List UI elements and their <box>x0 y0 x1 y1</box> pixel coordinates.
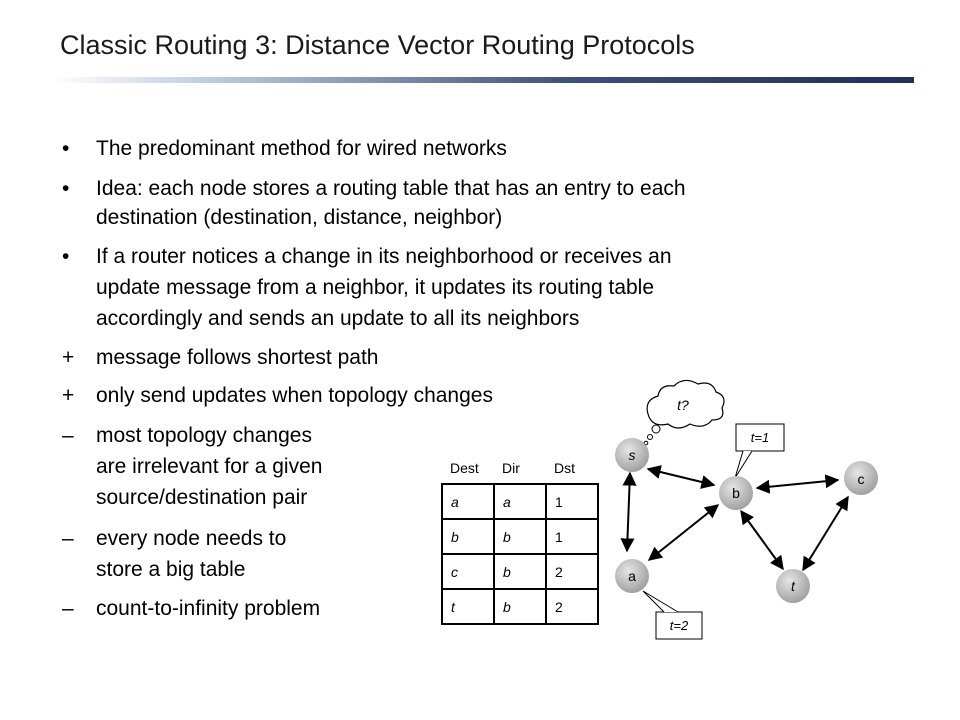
edge-a-b <box>647 504 720 561</box>
edge-b-t <box>740 509 784 571</box>
node-c: c <box>844 461 878 495</box>
bullet-marker: • <box>62 245 70 268</box>
routing-table: Dest Dir Dst a a 1 b b 1 c b 2 t b 2 <box>441 453 599 625</box>
table-cell: a <box>493 483 547 520</box>
node-s-label: s <box>629 447 636 463</box>
callout-t2-text: t=2 <box>670 618 689 633</box>
node-b: b <box>719 476 753 510</box>
bullet-text: count-to-infinity problem <box>96 597 321 620</box>
table-header-cell: Dst <box>554 460 575 476</box>
edge-t-c <box>802 495 849 572</box>
bullet-text: only send updates when topology changes <box>96 384 493 407</box>
table-cell: 2 <box>545 553 599 590</box>
table-row: t b 2 <box>441 588 599 625</box>
bullet-text: message follows shortest path <box>96 346 379 369</box>
callout-t2-pointer <box>642 590 679 613</box>
bullet-text: most topology changes <box>96 424 312 447</box>
bullet-text: every node needs to <box>96 527 287 550</box>
bullet-marker: • <box>62 137 70 160</box>
dash-marker: – <box>62 424 74 447</box>
bullet-text: are irrelevant for a given <box>96 455 323 478</box>
thought-bubble-dot <box>647 434 653 440</box>
node-c-label: c <box>858 471 865 487</box>
thought-cloud-shape <box>646 379 725 429</box>
callout-t1: t=1 <box>734 423 785 479</box>
table-row: b b 1 <box>441 518 599 555</box>
bullet-marker: • <box>62 177 70 200</box>
table-cell: a <box>441 483 495 520</box>
thought-bubble-dot <box>651 424 661 434</box>
table-cell: c <box>441 553 495 590</box>
table-row: c b 2 <box>441 553 599 590</box>
table-cell: 2 <box>545 588 599 625</box>
bullet-text: update message from a neighbor, it updat… <box>96 276 655 299</box>
table-cell: b <box>493 553 547 590</box>
callout-t1-pointer <box>734 450 753 479</box>
table-cell: b <box>441 518 495 555</box>
table-cell: b <box>493 518 547 555</box>
node-s: s <box>615 438 649 472</box>
edge-b-c <box>755 474 840 494</box>
edge-s-b <box>646 465 716 489</box>
table-row: a a 1 <box>441 483 599 520</box>
title-underline <box>52 77 914 83</box>
node-b-label: b <box>732 485 740 501</box>
node-s-circle <box>615 438 649 472</box>
dash-marker: – <box>62 527 74 550</box>
node-t-label: t <box>791 578 796 594</box>
table-cell: b <box>493 588 547 625</box>
dash-marker: – <box>62 597 74 620</box>
callout-t2-box <box>655 611 703 640</box>
thought-bubble-dot <box>643 440 649 446</box>
bullet-text: The predominant method for wired network… <box>96 137 507 160</box>
bullet-text: store a big table <box>96 558 246 581</box>
bullet-text: If a router notices a change in its neig… <box>96 245 672 268</box>
node-t: t <box>776 569 810 603</box>
callout-t1-text: t=1 <box>751 430 769 445</box>
thought-cloud: t? <box>643 379 725 446</box>
node-a: a <box>615 559 649 593</box>
bullet-text: accordingly and sends an update to all i… <box>96 307 580 330</box>
table-header-row: Dest Dir Dst <box>442 453 598 484</box>
callout-t1-box <box>735 423 785 452</box>
table-header-cell: Dest <box>450 460 479 476</box>
bullet-text: source/destination pair <box>96 486 308 509</box>
table-cell: t <box>441 588 495 625</box>
bullet-text: Idea: each node stores a routing table t… <box>96 177 686 200</box>
slide-title: Classic Routing 3: Distance Vector Routi… <box>60 30 695 60</box>
table-cell: 1 <box>545 518 599 555</box>
table-header-cell: Dir <box>502 460 520 476</box>
node-b-circle <box>719 476 753 510</box>
callout-t2: t=2 <box>642 590 703 640</box>
node-t-circle <box>776 569 810 603</box>
node-a-label: a <box>628 568 636 584</box>
edge-s-a <box>620 471 637 553</box>
plus-marker: + <box>62 384 75 407</box>
table-cell: 1 <box>545 483 599 520</box>
plus-marker: + <box>62 346 75 369</box>
node-a-circle <box>615 559 649 593</box>
thought-text: t? <box>677 397 689 413</box>
bullet-text: destination (destination, distance, neig… <box>96 206 503 229</box>
node-c-circle <box>844 461 878 495</box>
